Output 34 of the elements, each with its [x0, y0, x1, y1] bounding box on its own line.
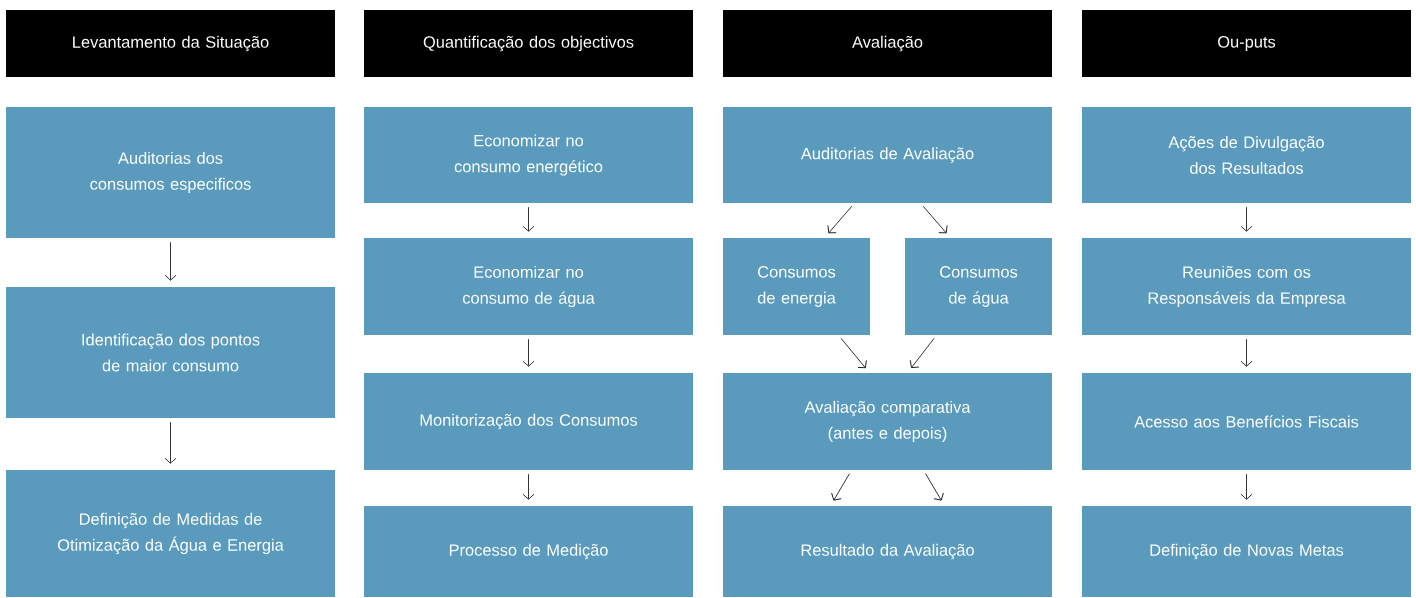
arrow — [164, 421, 177, 464]
process-box: Consumos de energia — [723, 238, 870, 335]
process-box: Ações de Divulgação dos Resultados — [1082, 107, 1411, 203]
arrow — [909, 337, 935, 368]
process-box: Resultado da Avaliação — [723, 506, 1052, 597]
arrow — [522, 473, 535, 500]
header-band: Levantamento da Situação — [6, 10, 335, 77]
process-box: Definição de Novas Metas — [1082, 506, 1411, 597]
arrow — [1240, 338, 1253, 367]
arrow — [522, 206, 535, 232]
header-band: Quantificação dos objectivos — [364, 10, 693, 77]
arrow — [1240, 206, 1253, 232]
process-box: Economizar no consumo energético — [364, 107, 693, 203]
header-band: Ou-puts — [1082, 10, 1411, 77]
process-box: Processo de Medição — [364, 506, 693, 597]
arrow — [522, 338, 535, 367]
process-box: Consumos de água — [905, 238, 1052, 335]
process-box: Identificação dos pontos de maior consumo — [6, 287, 335, 418]
process-box: Avaliação comparativa (antes e depois) — [723, 373, 1052, 470]
process-box: Definição de Medidas de Otimização da Água e Energia — [6, 470, 335, 597]
header-band: Avaliação — [723, 10, 1052, 77]
process-box: Acesso aos Benefícios Fiscais — [1082, 373, 1411, 470]
arrow — [925, 473, 944, 501]
arrow — [831, 473, 850, 501]
process-box: Economizar no consumo de água — [364, 238, 693, 335]
process-box: Reuniões com os Responsáveis da Empresa — [1082, 238, 1411, 335]
arrow — [1240, 473, 1253, 500]
arrow — [164, 241, 177, 281]
arrow — [827, 205, 853, 234]
process-box: Auditorias de Avaliação — [723, 107, 1052, 203]
process-box: Auditorias dos consumos especificos — [6, 107, 335, 238]
arrow — [840, 337, 867, 369]
arrow — [922, 205, 948, 234]
process-box: Monitorização dos Consumos — [364, 373, 693, 470]
